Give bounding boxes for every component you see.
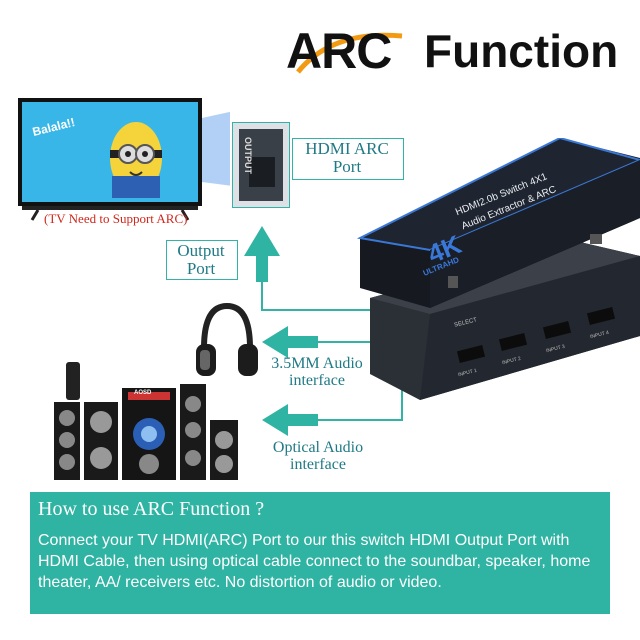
hdmi-switch-device: 4K ULTRAHD HDMI2.0b Switch 4X1 Audio Ext… [350, 136, 640, 400]
title-banner: ARC Function [0, 0, 640, 100]
function-title: Function [424, 25, 619, 77]
hdmi-arc-port-label: HDMI ARC Port [305, 139, 389, 176]
output-port-label-box [166, 240, 238, 280]
optical-audio-label: Optical Audio interface [272, 439, 364, 473]
speaker-graphic [54, 362, 238, 480]
hdmi-arc-label-box [292, 138, 404, 180]
device-graphic [356, 136, 640, 400]
arc-swoosh-icon [296, 32, 403, 74]
connection-lines [244, 226, 403, 436]
speaker-system: AOSD [50, 360, 240, 484]
tv-note: (TV Need to Support ARC) [44, 211, 188, 226]
panel-heading: How to use ARC Function ? [38, 498, 265, 520]
panel-body: Connect your TV HDMI(ARC) Port to our th… [38, 532, 591, 591]
output-port-label: Output Port [177, 241, 225, 278]
headphones-icon [196, 302, 258, 376]
instruction-panel: How to use ARC Function ? Connect your T… [30, 492, 610, 614]
output-port-inset: OUTPUT [232, 122, 290, 208]
speaker-brand: AOSD [134, 390, 152, 396]
audio-35mm-label: 3.5MM Audio interface [271, 355, 363, 389]
hdmi-port-icon [239, 129, 283, 201]
arc-title: ARC [286, 23, 392, 79]
